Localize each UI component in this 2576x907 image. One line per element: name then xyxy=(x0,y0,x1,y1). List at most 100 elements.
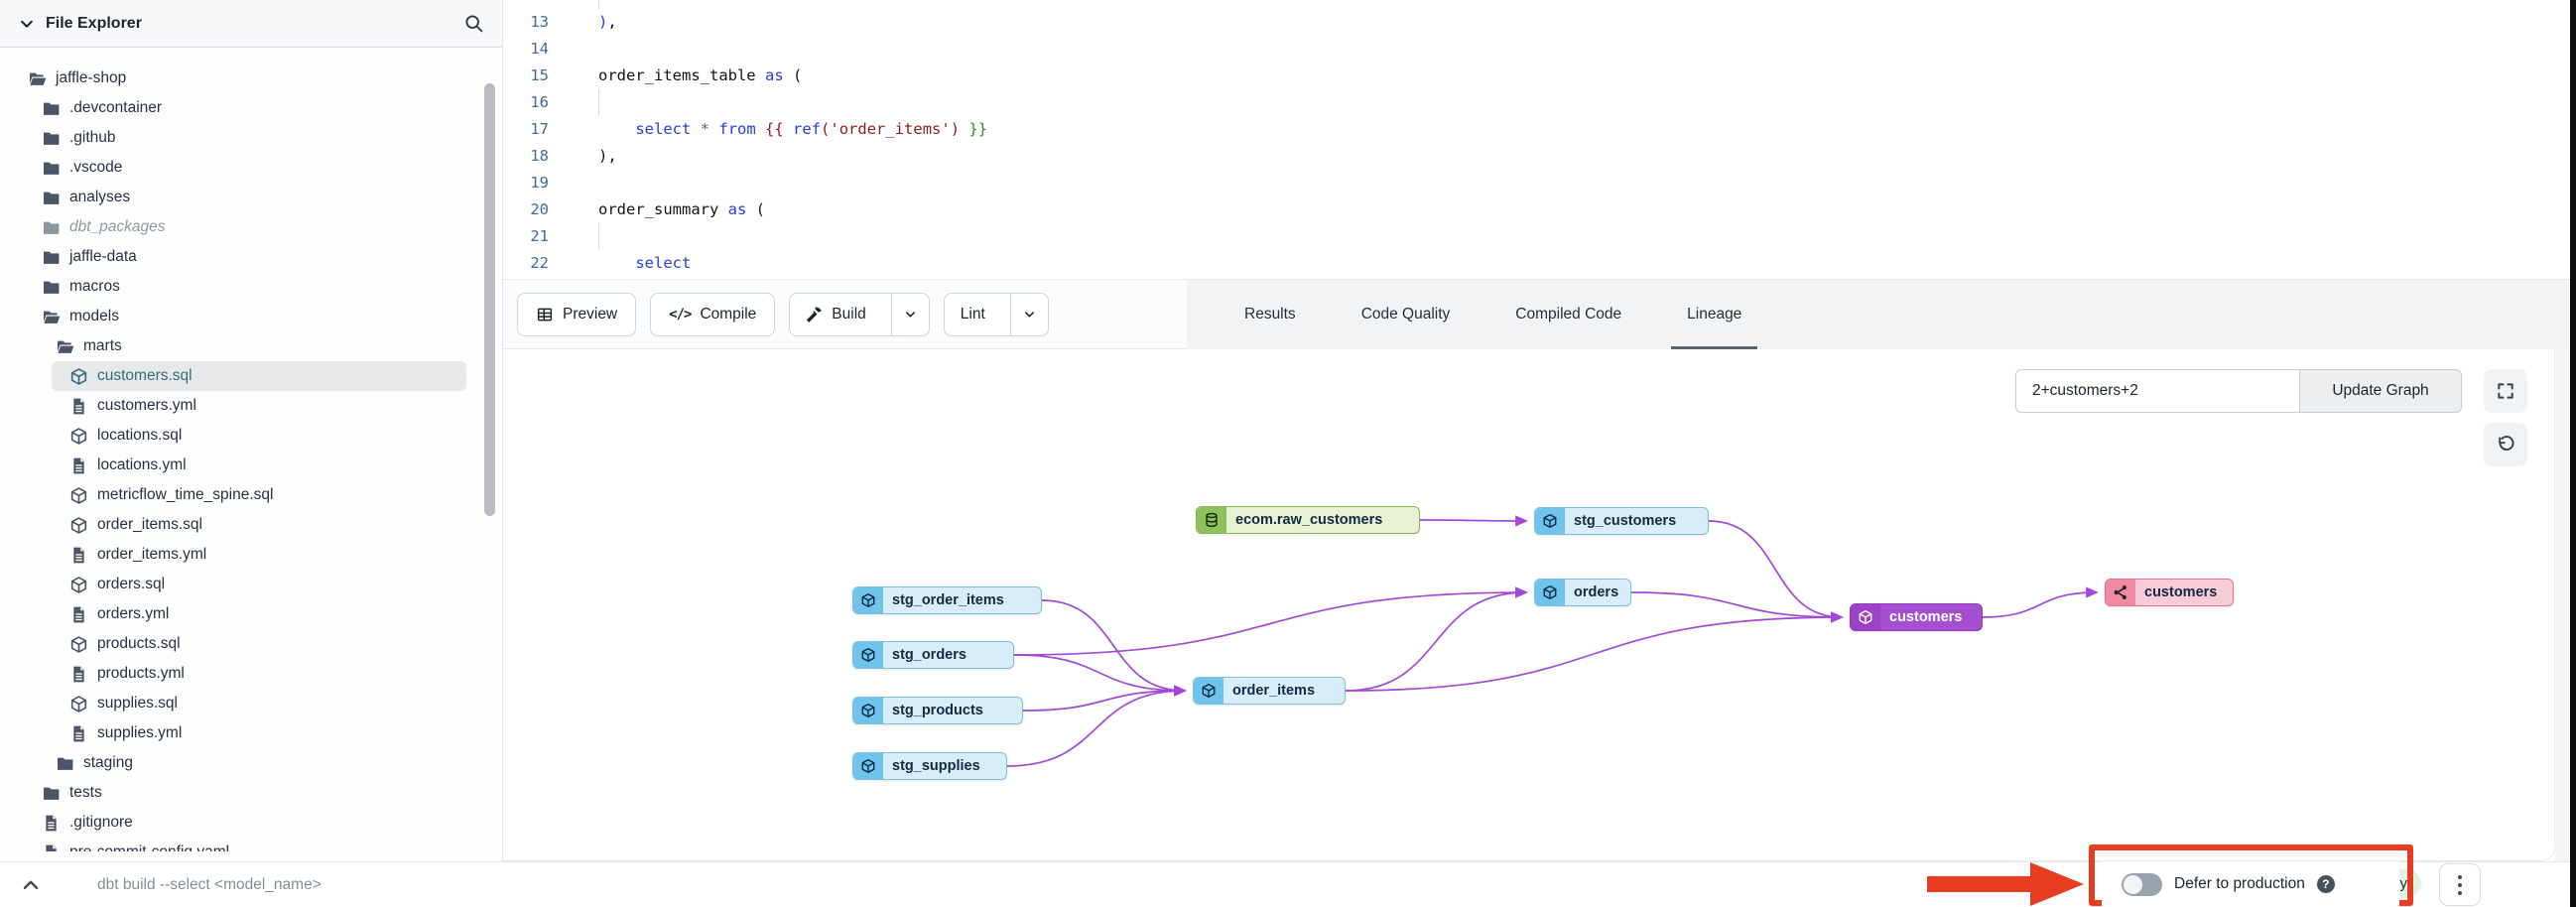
code-line-18: 18), xyxy=(530,147,617,165)
lineage-node-stg-order-items[interactable]: stg_order_items xyxy=(852,586,1042,614)
doc-icon xyxy=(69,397,88,416)
tree-item-marts[interactable]: marts xyxy=(0,331,502,361)
lineage-node-stg-supplies[interactable]: stg_supplies xyxy=(852,752,1007,780)
tree-item-supplies-yml[interactable]: supplies.yml xyxy=(0,718,502,748)
doc-icon xyxy=(69,605,88,624)
tree-item-label: .github xyxy=(69,129,116,146)
editor-toolbar: Preview </> Compile Build Lint xyxy=(503,279,2576,349)
tree-item-label: jaffle-data xyxy=(69,248,137,265)
code-icon: </> xyxy=(669,306,692,323)
preview-button[interactable]: Preview xyxy=(517,292,637,336)
lineage-node-orders[interactable]: orders xyxy=(1534,579,1631,606)
fullscreen-button[interactable] xyxy=(2484,369,2527,413)
tree-item-label: orders.yml xyxy=(97,605,170,622)
cube-icon xyxy=(853,698,883,723)
build-button[interactable]: Build xyxy=(790,294,881,335)
tree-item-pre-commit-config-yaml[interactable]: pre-commit-config.yaml xyxy=(0,838,502,851)
lineage-node-ecom-raw-customers[interactable]: ecom.raw_customers xyxy=(1196,506,1420,534)
defer-toggle[interactable] xyxy=(2122,872,2162,896)
tree-item-locations-yml[interactable]: locations.yml xyxy=(0,451,502,480)
file-tree-scrollbar[interactable] xyxy=(484,83,495,516)
reset-icon xyxy=(2496,435,2515,454)
tree-item--devcontainer[interactable]: .devcontainer xyxy=(0,93,502,123)
node-label: customers xyxy=(2144,584,2218,600)
tab-lineage[interactable]: Lineage xyxy=(1671,280,1758,349)
chevron-down-icon[interactable] xyxy=(18,15,36,33)
node-label: order_items xyxy=(1232,683,1316,699)
tree-item-locations-sql[interactable]: locations.sql xyxy=(0,421,502,451)
tree-item--gitignore[interactable]: .gitignore xyxy=(0,808,502,838)
tree-item-models[interactable]: models xyxy=(0,302,502,331)
tree-item-label: staging xyxy=(83,754,133,771)
cube-icon xyxy=(1194,678,1224,704)
doc-icon xyxy=(69,456,88,475)
search-icon[interactable] xyxy=(463,13,484,34)
overflow-menu-button[interactable] xyxy=(2439,863,2481,906)
folder-icon xyxy=(42,189,61,207)
lint-button[interactable]: Lint xyxy=(945,294,1001,335)
tree-item-jaffle-data[interactable]: jaffle-data xyxy=(0,242,502,272)
compile-button[interactable]: </> Compile xyxy=(650,292,776,336)
tab-code-quality[interactable]: Code Quality xyxy=(1360,306,1451,323)
editor-scrollbar[interactable] xyxy=(2570,0,2576,907)
node-label: stg_order_items xyxy=(892,592,1004,608)
tree-item-customers-yml[interactable]: customers.yml xyxy=(0,391,502,421)
tree-item-supplies-sql[interactable]: supplies.sql xyxy=(0,689,502,718)
tree-item-macros[interactable]: macros xyxy=(0,272,502,302)
tree-item-dbt-packages[interactable]: dbt_packages xyxy=(0,212,502,242)
compile-label: Compile xyxy=(700,305,757,323)
tree-item-orders-yml[interactable]: orders.yml xyxy=(0,599,502,629)
tree-item--github[interactable]: .github xyxy=(0,123,502,153)
tree-item-order-items-yml[interactable]: order_items.yml xyxy=(0,540,502,570)
tree-item-customers-sql[interactable]: customers.sql xyxy=(52,361,466,391)
cube-icon xyxy=(69,367,88,386)
tree-item-staging[interactable]: staging xyxy=(0,748,502,778)
action-buttons: Preview </> Compile Build Lint xyxy=(503,280,1187,349)
cube-icon xyxy=(69,576,88,594)
tree-item-tests[interactable]: tests xyxy=(0,778,502,808)
defer-to-production-control: Defer to production ? xyxy=(2102,861,2399,907)
tree-item-products-yml[interactable]: products.yml xyxy=(0,659,502,689)
lineage-node-stg-products[interactable]: stg_products xyxy=(852,697,1023,724)
tree-item-order-items-sql[interactable]: order_items.sql xyxy=(0,510,502,540)
reset-view-button[interactable] xyxy=(2484,423,2527,466)
tab-results[interactable]: Results xyxy=(1244,306,1296,323)
tree-item-label: orders.sql xyxy=(97,576,166,592)
lineage-node-customers[interactable]: customers xyxy=(1850,603,1983,631)
doc-icon xyxy=(42,843,61,851)
tree-item-orders-sql[interactable]: orders.sql xyxy=(0,570,502,599)
tab-compiled-code[interactable]: Compiled Code xyxy=(1515,306,1622,323)
tree-item--vscode[interactable]: .vscode xyxy=(0,153,502,183)
tree-item-label: marts xyxy=(83,337,122,354)
tree-item-label: customers.yml xyxy=(97,397,196,414)
folder-icon xyxy=(42,248,61,267)
db-icon xyxy=(1197,507,1226,533)
lineage-node-customers-exposure[interactable]: customers xyxy=(2105,579,2234,606)
hammer-icon xyxy=(806,306,823,323)
lint-dropdown-chevron[interactable] xyxy=(1009,293,1048,335)
file-explorer-header: File Explorer xyxy=(0,0,502,48)
folder-icon xyxy=(42,159,61,178)
node-label: stg_orders xyxy=(892,647,966,663)
tree-item-products-sql[interactable]: products.sql xyxy=(0,629,502,659)
chevron-up-icon[interactable] xyxy=(20,874,42,896)
build-dropdown-chevron[interactable] xyxy=(890,293,929,335)
lineage-node-stg-orders[interactable]: stg_orders xyxy=(852,641,1014,669)
lineage-gutter xyxy=(2555,349,2571,861)
lineage-selector-input[interactable] xyxy=(2015,369,2299,413)
doc-icon xyxy=(69,546,88,565)
tree-item-metricflow-time-spine-sql[interactable]: metricflow_time_spine.sql xyxy=(0,480,502,510)
lineage-node-order-items[interactable]: order_items xyxy=(1193,677,1346,705)
code-line-16: 16 xyxy=(503,89,2571,116)
code-line-12: 12 xyxy=(503,0,2571,9)
help-icon[interactable]: ? xyxy=(2316,875,2335,893)
tree-item-jaffle-shop[interactable]: jaffle-shop xyxy=(0,64,502,93)
cube-icon xyxy=(1851,604,1880,630)
lineage-node-stg-customers[interactable]: stg_customers xyxy=(1534,507,1709,535)
tree-item-analyses[interactable]: analyses xyxy=(0,183,502,212)
update-graph-button[interactable]: Update Graph xyxy=(2299,369,2462,413)
